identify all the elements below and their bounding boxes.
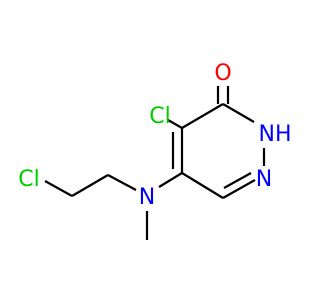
- bond-c4-cl: [167, 119, 183, 129]
- atom-n-amine: N: [139, 185, 155, 210]
- atom-chlorine-chain: Cl: [18, 167, 39, 192]
- atom-nh-n: N: [258, 122, 274, 147]
- bond-c5-namine: [158, 172, 183, 188]
- structure-svg: O Cl NH N N Cl: [18, 61, 292, 240]
- bond-namine-ch2: [107, 174, 137, 191]
- atoms-group: O Cl NH N N Cl: [18, 61, 291, 210]
- molecule-canvas: O Cl NH N N Cl: [18, 61, 292, 240]
- atom-oxygen: O: [214, 61, 231, 86]
- bond-c4-c3: [181, 103, 224, 129]
- bonds-group: [44, 86, 266, 240]
- bond-c3-n2: [222, 103, 255, 123]
- bond-n1-c6: [222, 179, 256, 199]
- bond-c6-c5: [181, 172, 224, 199]
- bond-n1-c6-double: [223, 172, 252, 189]
- atom-n-ring: N: [256, 167, 272, 192]
- bond-ch2-cl: [44, 180, 73, 197]
- bond-ch2-ch2: [71, 174, 109, 197]
- atom-nh-h: H: [275, 122, 292, 147]
- atom-nh: NH: [258, 122, 291, 147]
- atom-chlorine-ring: Cl: [149, 104, 170, 129]
